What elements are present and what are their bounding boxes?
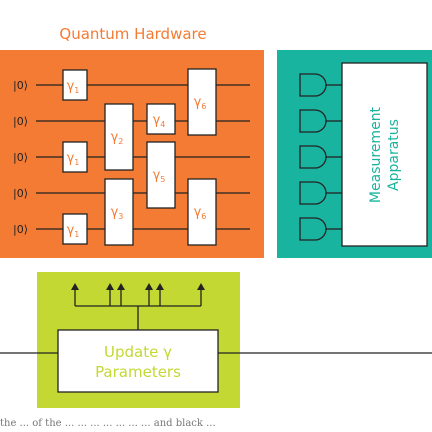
gate-g2	[104, 103, 134, 171]
qubit-label: |0⟩	[13, 151, 28, 164]
bottom-caption: the ... of the ... ... ... ... ... ... .…	[0, 418, 216, 429]
gate-label: γ1	[67, 79, 80, 95]
detector-icon	[299, 73, 327, 97]
gate-label: γ1	[67, 223, 80, 239]
gate-g1-bot	[62, 213, 88, 245]
qubit-label: |0⟩	[13, 223, 28, 236]
gate-label: γ2	[111, 130, 124, 146]
gate-label: γ3	[111, 205, 124, 221]
qubit-label: |0⟩	[13, 79, 28, 92]
measurement-label-line2: Apparatus	[386, 119, 402, 191]
arrow-up-icon	[106, 283, 114, 290]
detector-icon	[299, 181, 327, 205]
update-arrows	[74, 288, 202, 330]
update-label-line1: Update γ	[104, 343, 172, 361]
gate-label: γ6	[194, 205, 207, 221]
gate-label: γ4	[153, 113, 166, 129]
detector-links	[326, 84, 342, 230]
detector-icon	[299, 217, 327, 241]
qubit-label: |0⟩	[13, 115, 28, 128]
gate-g6-top	[187, 68, 217, 136]
arrow-heads	[71, 283, 205, 290]
update-label-line2: Parameters	[95, 363, 181, 381]
gate-g6-bot	[187, 178, 217, 246]
measurement-label-line1: Measurement	[368, 106, 384, 203]
qubit-labels: |0⟩ |0⟩ |0⟩ |0⟩ |0⟩	[13, 79, 28, 236]
arrow-up-icon	[156, 283, 164, 290]
arrow-up-icon	[197, 283, 205, 290]
detector-icon	[299, 109, 327, 133]
gates	[62, 68, 217, 246]
detector-icon	[299, 145, 327, 169]
arrow-up-icon	[145, 283, 153, 290]
gate-g1-top	[62, 69, 88, 101]
measurement-detectors	[299, 73, 327, 241]
quantum-hardware-title: Quantum Hardware	[59, 25, 206, 43]
gate-g3	[104, 178, 134, 246]
update-parameters-box	[57, 329, 219, 393]
gate-label: γ5	[153, 168, 166, 184]
arrow-up-icon	[71, 283, 79, 290]
qubit-label: |0⟩	[13, 187, 28, 200]
gate-label: γ6	[194, 95, 207, 111]
gate-g5	[146, 141, 176, 209]
gate-labels: γ1 γ1 γ1 γ2 γ3 γ4 γ5 γ6 γ6	[67, 79, 207, 239]
gate-g1-mid	[62, 141, 88, 173]
arrow-up-icon	[117, 283, 125, 290]
gate-label: γ1	[67, 151, 80, 167]
measurement-apparatus-box	[341, 62, 428, 247]
gate-g4	[146, 103, 176, 135]
